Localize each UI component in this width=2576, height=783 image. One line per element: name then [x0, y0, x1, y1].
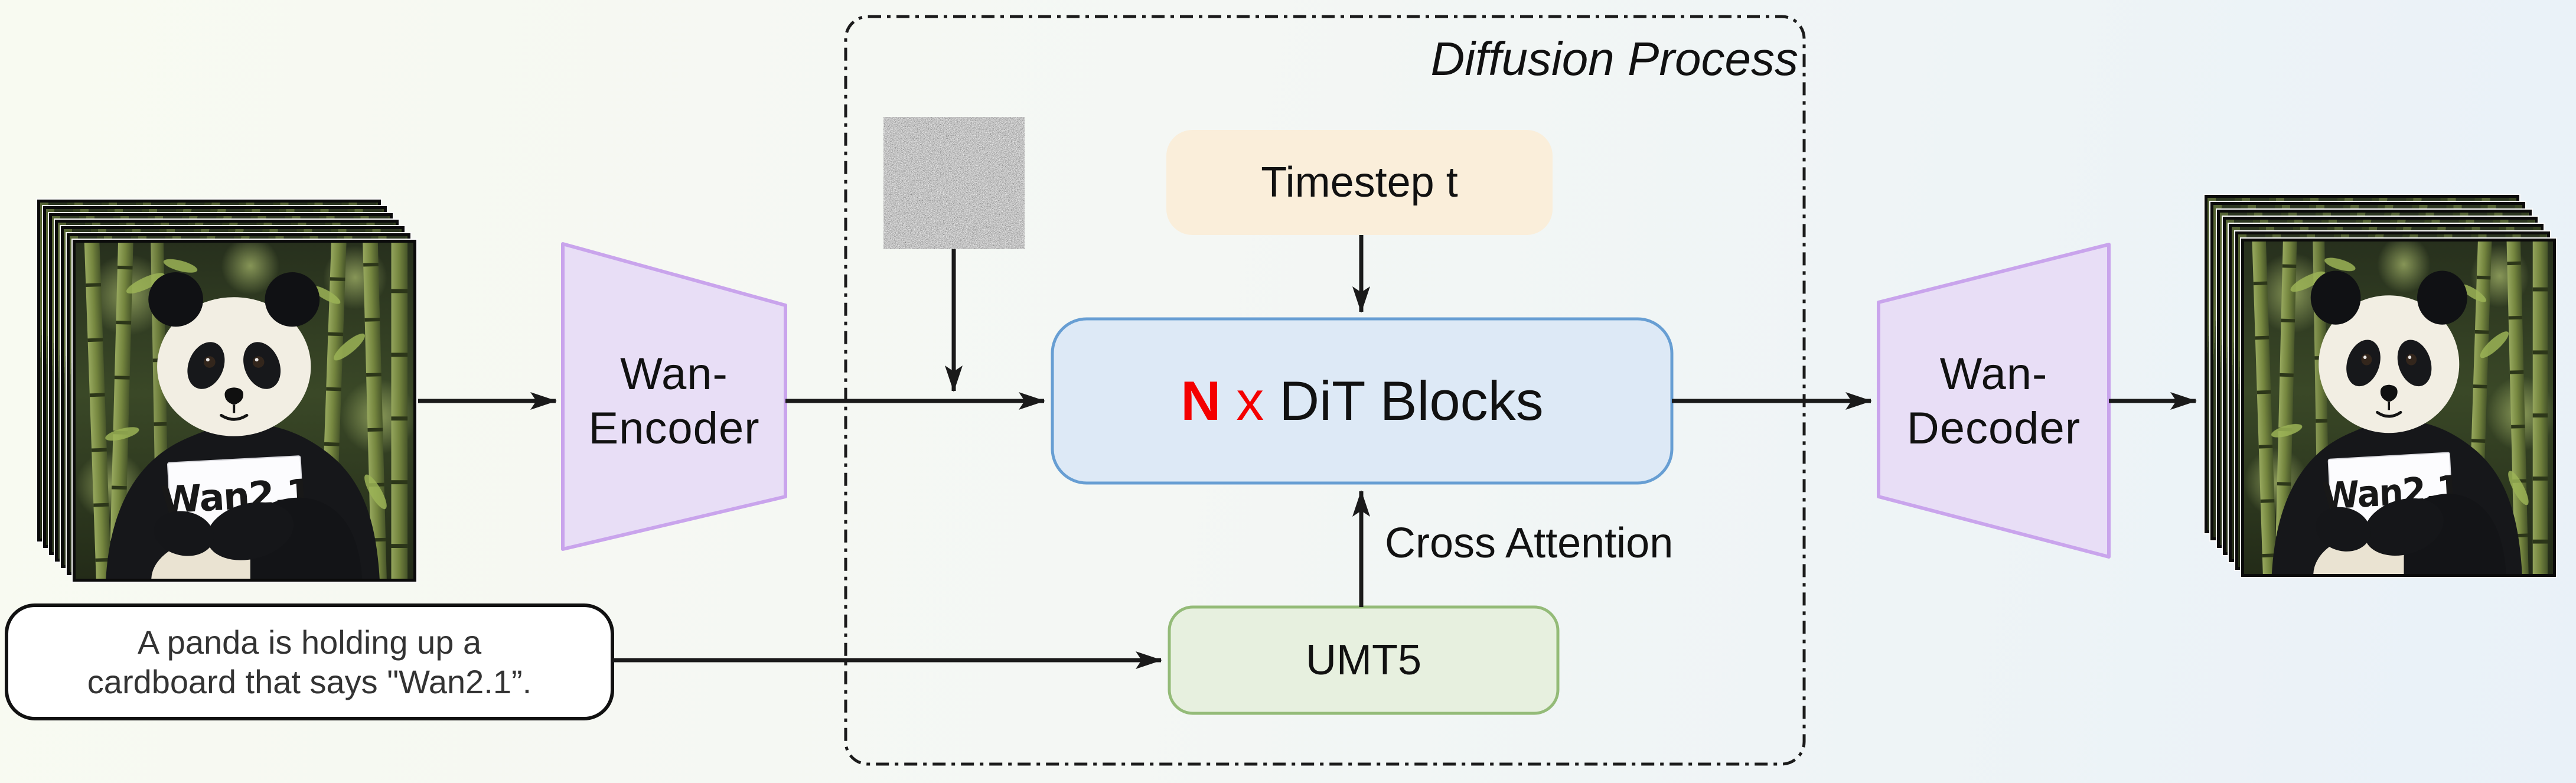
panda-ear-right — [265, 272, 320, 327]
panda-paw — [2363, 498, 2444, 556]
dit-times-symbol: x — [1236, 370, 1264, 432]
wan-encoder-trapezoid — [561, 242, 787, 551]
panda-photo: Wan2.1 — [2244, 241, 2553, 574]
bamboo-leaves — [105, 259, 387, 552]
wan-decoder-trapezoid — [1877, 243, 2111, 559]
panda-head — [157, 297, 311, 436]
wan-decoder-label-line2: Decoder — [1906, 403, 2081, 454]
panda-head — [2319, 295, 2460, 433]
dit-n-count: N — [1181, 370, 1221, 432]
wan-decoder-label: Wan- Decoder — [1879, 319, 2109, 484]
wan-encoder-label: Wan- Encoder — [563, 319, 785, 484]
timestep-label: Timestep t — [1261, 159, 1458, 206]
dit-label-text: DiT Blocks — [1279, 370, 1544, 432]
prompt-text-line2: cardboard that says "Wan2.1”. — [87, 663, 532, 700]
panda-ear-left — [2310, 270, 2361, 325]
dit-blocks-label: N x DiT Blocks — [1052, 319, 1672, 483]
bamboo-leaves — [2271, 257, 2529, 547]
wan-encoder-label-line2: Encoder — [588, 403, 760, 454]
wan-encoder-label-line1: Wan- — [620, 349, 728, 399]
input-video-stack: Wan2.1 — [36, 198, 418, 583]
diffusion-process-box — [844, 15, 1806, 766]
prompt-text-line1: A panda is holding up a — [137, 624, 482, 661]
panda-nose — [224, 387, 244, 405]
panda-nose — [2380, 384, 2398, 402]
umt5-label: UMT5 — [1306, 637, 1421, 684]
cross-attention-label: Cross Attention — [1385, 520, 1674, 567]
foreground-bamboo — [2532, 241, 2548, 574]
panda-ear-left — [148, 272, 203, 327]
video-frame-front: Wan2.1 — [2239, 237, 2557, 578]
panda-photo: Wan2.1 — [76, 242, 413, 579]
panda-ear-right — [2417, 270, 2467, 325]
noise-latent-image — [883, 117, 1025, 252]
timestep-box — [1166, 130, 1553, 235]
output-video-stack: Wan2.1 — [2203, 194, 2557, 578]
panda: Wan2.1 — [2271, 270, 2522, 574]
foreground-bamboo — [391, 242, 408, 579]
diffusion-process-label: Diffusion Process — [1430, 32, 1798, 85]
prompt-text: A panda is holding up a cardboard that s… — [6, 605, 612, 719]
wan-decoder-label-line1: Wan- — [1939, 349, 2048, 399]
umt5-box — [1168, 605, 1560, 715]
panda-paw — [207, 502, 294, 560]
panda: Wan2.1 — [106, 272, 380, 579]
video-frame-front: Wan2.1 — [71, 238, 418, 583]
